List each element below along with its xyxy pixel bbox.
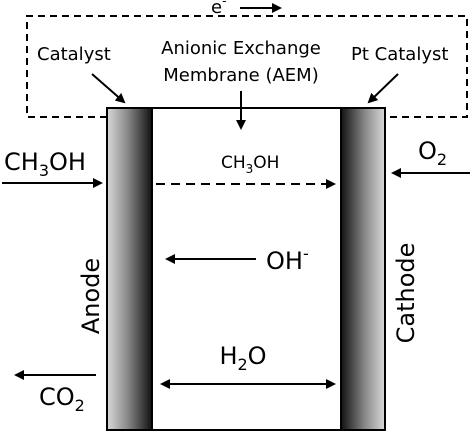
external-circuit — [26, 15, 468, 118]
membrane-label-line1: Anionic Exchange — [161, 38, 321, 59]
cathode-electrode — [340, 107, 386, 431]
cathode-catalyst-pointer — [367, 73, 399, 104]
anode-catalyst-pointer — [91, 73, 126, 104]
methanol-crossover-label: CH3OH — [221, 153, 279, 176]
electron-label: e- — [211, 0, 226, 18]
circuit-left-path — [26, 15, 468, 118]
co2-output-label: CO2 — [39, 383, 85, 415]
methanol-input-label: CH3OH — [4, 148, 86, 180]
water-label: H2O — [219, 342, 266, 374]
membrane-label-line2: Membrane (AEM) — [163, 65, 318, 86]
anode-label: Anode — [77, 258, 105, 334]
oxygen-input-label: O2 — [418, 137, 447, 169]
anode-catalyst-label: Catalyst — [37, 44, 111, 65]
cathode-label: Cathode — [392, 243, 420, 344]
cell-body — [106, 107, 386, 431]
anode-electrode — [106, 107, 153, 431]
cathode-catalyst-label: Pt Catalyst — [351, 44, 448, 65]
hydroxide-label: OH- — [266, 244, 309, 275]
